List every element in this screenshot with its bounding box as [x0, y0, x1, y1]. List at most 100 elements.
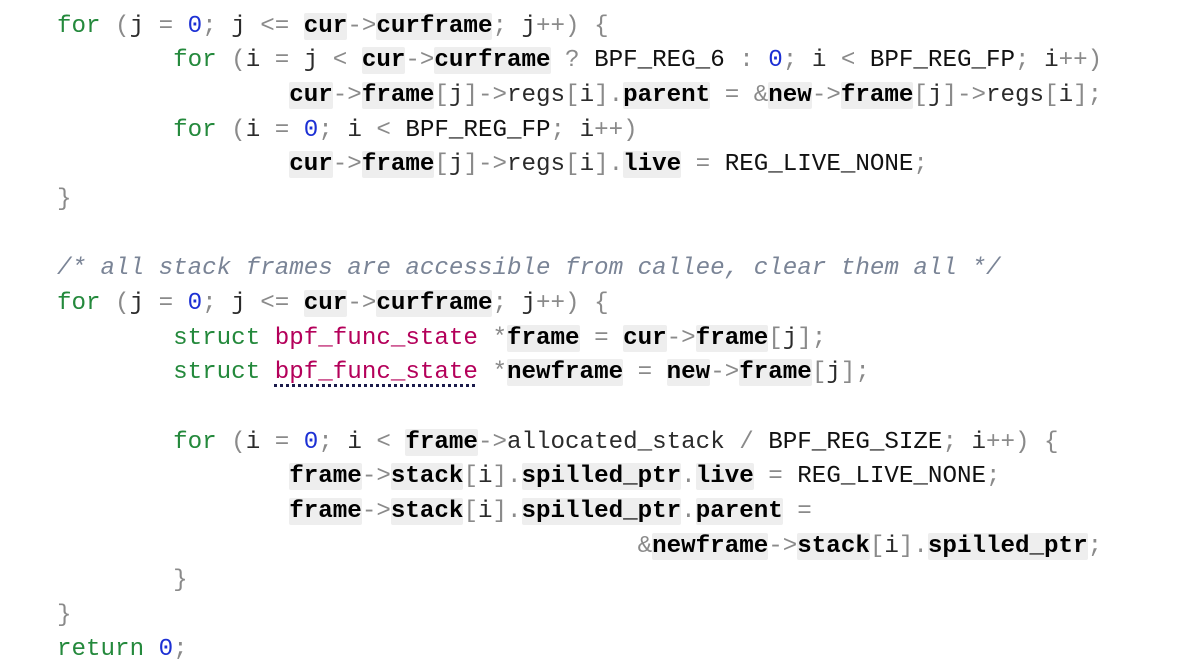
- variable-token: spilled_ptr: [521, 463, 682, 491]
- operator-token: [260, 359, 275, 386]
- operator-token: <: [318, 47, 362, 75]
- macro-token: BPF_REG_FP: [869, 47, 1016, 75]
- code-line[interactable]: }: [57, 599, 1102, 634]
- operator-token: ].: [594, 151, 624, 179]
- code-line[interactable]: struct bpf_func_state *newframe = new->f…: [57, 356, 1102, 391]
- identifier-token: i: [579, 116, 595, 144]
- operator-token: ;: [318, 428, 348, 456]
- operator-token: [: [768, 324, 783, 352]
- code-line[interactable]: [57, 218, 1102, 253]
- operator-token: ?: [550, 47, 595, 75]
- operator-token: [: [811, 359, 827, 387]
- identifier-token: j: [521, 12, 537, 40]
- operator-token: [: [1044, 81, 1059, 109]
- identifier-token: i: [579, 81, 595, 109]
- indent-whitespace: [57, 117, 173, 144]
- identifier-token: j: [448, 81, 464, 109]
- operator-token: ;: [550, 116, 580, 144]
- operator-token: =: [260, 47, 304, 75]
- code-line[interactable]: return 0;: [57, 633, 1102, 668]
- code-line[interactable]: for (i = 0; i < frame->allocated_stack /…: [57, 426, 1102, 461]
- operator-token: ].: [898, 532, 928, 560]
- type-name-token-with-warning-underline[interactable]: bpf_func_state: [274, 359, 478, 387]
- indent-whitespace: [57, 498, 289, 525]
- code-line[interactable]: */: [57, 0, 1102, 10]
- operator-token: ;: [173, 636, 188, 664]
- identifier-token: j: [303, 47, 319, 75]
- code-line[interactable]: cur->frame[j]->regs[i].parent = &new->fr…: [57, 79, 1102, 114]
- variable-token: frame: [289, 463, 362, 491]
- identifier-token: i: [971, 428, 986, 456]
- code-line[interactable]: frame->stack[i].spilled_ptr.parent =: [57, 495, 1102, 530]
- operator-token: =: [753, 463, 798, 491]
- variable-token: stack: [390, 497, 464, 525]
- variable-token: curframe: [376, 12, 493, 40]
- operator-token: ->: [347, 12, 377, 40]
- operator-token: ].: [492, 463, 522, 491]
- operator-token: = &: [710, 81, 769, 109]
- operator-token: [: [913, 81, 928, 109]
- identifier-token: j: [782, 324, 798, 352]
- variable-token: cur: [289, 81, 333, 109]
- variable-token: live: [695, 463, 754, 491]
- operator-token: ++) {: [536, 289, 609, 317]
- identifier-token: i: [245, 116, 261, 144]
- identifier-token: j: [129, 12, 145, 40]
- number-literal-token: 0: [187, 12, 203, 40]
- code-line[interactable]: /* all stack frames are accessible from …: [57, 252, 1102, 287]
- code-line[interactable]: frame->stack[i].spilled_ptr.live = REG_L…: [57, 460, 1102, 495]
- variable-token: frame: [289, 497, 362, 525]
- variable-token: curframe: [376, 289, 493, 317]
- variable-token: frame: [361, 81, 435, 109]
- code-line[interactable]: for (j = 0; j <= cur->curframe; j++) {: [57, 10, 1102, 45]
- operator-token: (: [216, 47, 246, 75]
- operator-token: ->: [405, 47, 435, 75]
- indent-whitespace: [57, 82, 289, 109]
- code-line[interactable]: for (i = j < cur->curframe ? BPF_REG_6 :…: [57, 44, 1102, 79]
- identifier-token: j: [927, 81, 943, 109]
- operator-token: }: [57, 185, 72, 213]
- identifier-token: i: [347, 428, 362, 456]
- operator-token: }: [173, 567, 188, 595]
- operator-token: ];: [840, 359, 870, 387]
- code-line[interactable]: cur->frame[j]->regs[i].live = REG_LIVE_N…: [57, 148, 1102, 183]
- operator-token: [: [434, 81, 449, 109]
- identifier-token: regs: [506, 81, 566, 109]
- code-line[interactable]: struct bpf_func_state *frame = cur->fram…: [57, 322, 1102, 357]
- keyword-token: for: [57, 289, 101, 317]
- indent-whitespace: [57, 359, 173, 386]
- code-line[interactable]: for (j = 0; j <= cur->curframe; j++) {: [57, 287, 1102, 322]
- operator-token: ++) {: [986, 428, 1059, 456]
- variable-token: frame: [405, 428, 478, 456]
- operator-token: ;: [986, 463, 1001, 491]
- variable-token: frame: [695, 324, 769, 352]
- operator-token: [: [463, 497, 478, 525]
- variable-token: cur: [623, 324, 667, 352]
- code-line[interactable]: for (i = 0; i < BPF_REG_FP; i++): [57, 114, 1102, 149]
- operator-token: =: [681, 151, 725, 179]
- code-line[interactable]: &newframe->stack[i].spilled_ptr;: [57, 530, 1102, 565]
- operator-token: =: [144, 289, 188, 317]
- variable-token: live: [623, 151, 682, 179]
- code-line[interactable]: }: [57, 183, 1102, 218]
- type-name-token: bpf_func_state: [274, 324, 478, 352]
- code-line[interactable]: }: [57, 564, 1102, 599]
- operator-token: =: [782, 497, 812, 525]
- identifier-token: j: [129, 289, 145, 317]
- variable-token: frame: [361, 151, 435, 179]
- operator-token: [260, 325, 275, 352]
- keyword-token: return: [57, 636, 145, 664]
- code-text-area[interactable]: */for (j = 0; j <= cur->curframe; j++) {…: [57, 0, 1102, 668]
- variable-token: parent: [695, 497, 783, 525]
- operator-token: [: [434, 151, 449, 179]
- variable-token: spilled_ptr: [521, 497, 682, 525]
- code-line[interactable]: [57, 391, 1102, 426]
- operator-token: ->: [361, 497, 391, 525]
- identifier-token: j: [826, 359, 841, 387]
- indent-whitespace: [57, 567, 173, 594]
- keyword-token: struct: [173, 359, 261, 387]
- macro-token: BPF_REG_FP: [405, 116, 551, 144]
- variable-token: cur: [289, 151, 333, 179]
- macro-token: REG_LIVE_NONE: [797, 463, 986, 491]
